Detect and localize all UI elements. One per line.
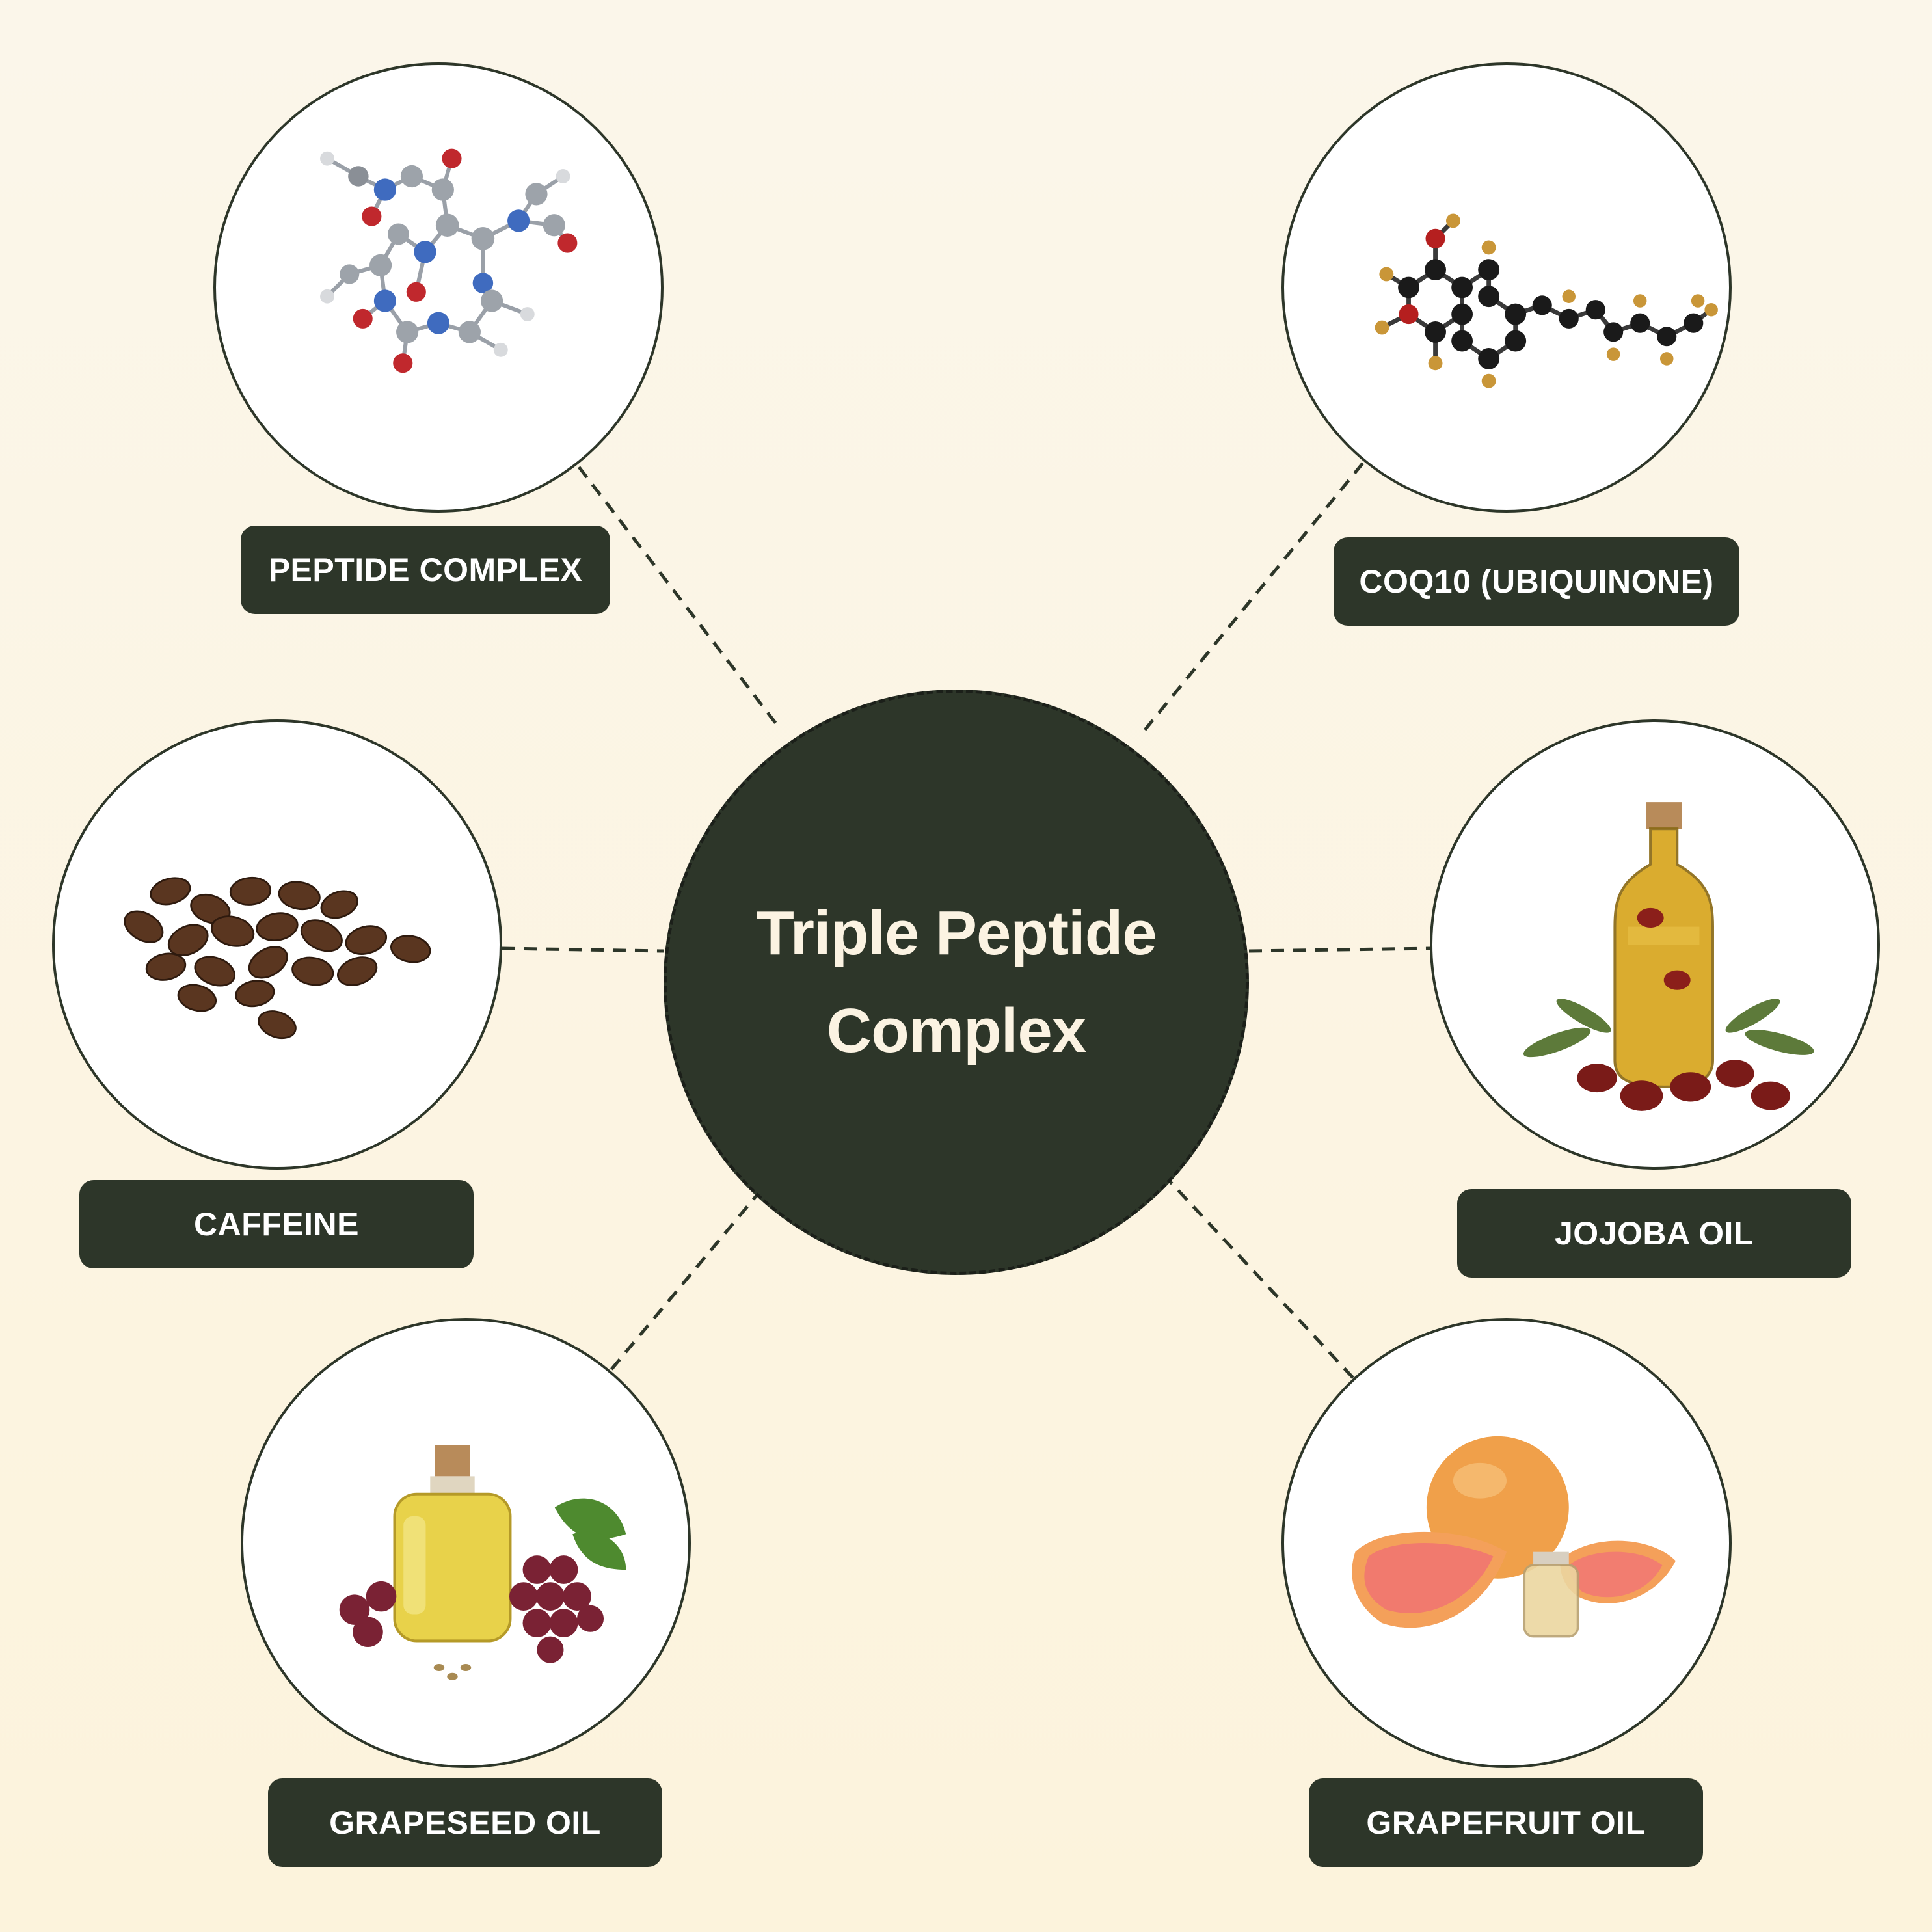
center-title-line-1: Triple Peptide	[756, 898, 1157, 968]
caffeine-label: CAFFEINE	[79, 1180, 474, 1268]
coffee-beans-icon	[124, 876, 431, 1040]
jojoba-oil-bottle-icon	[1523, 802, 1814, 1111]
grapeseed-oil-bottle-icon	[339, 1445, 626, 1680]
connector-caffeine	[502, 946, 664, 953]
jojoba-oil-label: JOJOBA OIL	[1457, 1189, 1851, 1278]
coq10-circle	[1281, 62, 1732, 513]
molecule-icon	[320, 148, 578, 373]
grapeseed-oil-label: GRAPESEED OIL	[268, 1778, 662, 1867]
grapefruit-icon	[1352, 1436, 1676, 1638]
connector-jojoba	[1248, 946, 1432, 953]
connector-grapefruit	[1162, 1173, 1354, 1379]
grapeseed-oil-circle	[241, 1318, 691, 1768]
grapefruit-oil-label: GRAPEFRUIT OIL	[1309, 1778, 1703, 1867]
ubiquinone-molecule-icon	[1375, 213, 1718, 388]
coq10-label: COQ10 (UBIQUINONE)	[1334, 537, 1739, 626]
center-node: Triple Peptide Complex	[664, 690, 1249, 1275]
connector-grapeseed	[610, 1179, 770, 1371]
peptide-complex-circle	[213, 62, 664, 513]
peptide-complex-label: PEPTIDE COMPLEX	[241, 526, 610, 614]
center-title-line-2: Complex	[826, 996, 1086, 1066]
connector-peptide	[578, 466, 779, 727]
jojoba-oil-circle	[1430, 719, 1880, 1170]
grapefruit-oil-circle	[1281, 1318, 1732, 1768]
caffeine-circle	[52, 719, 502, 1170]
